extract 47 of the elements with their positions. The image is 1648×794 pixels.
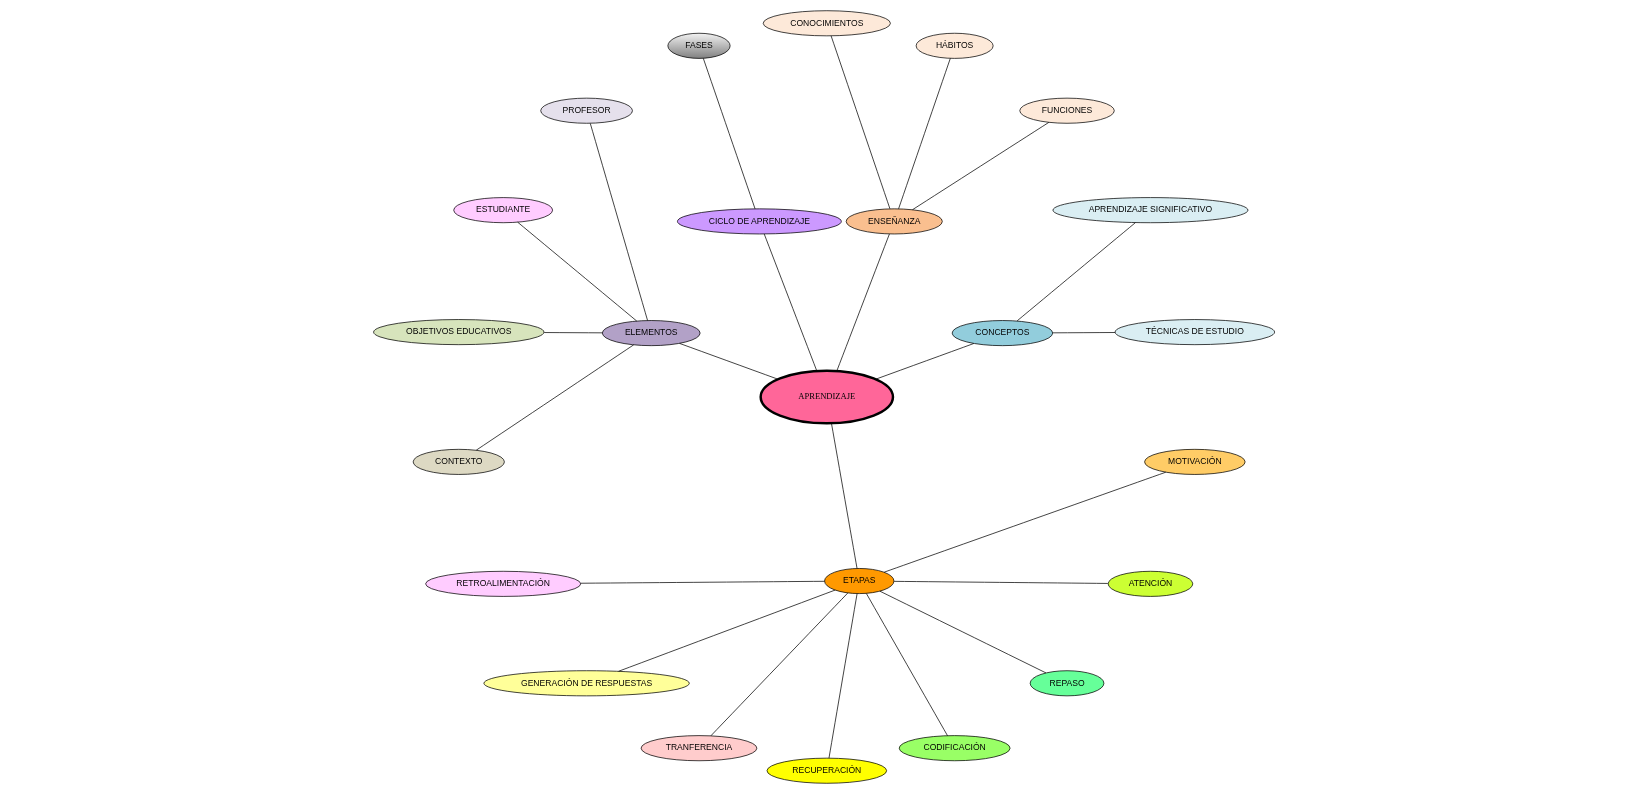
connector xyxy=(828,593,858,759)
node-ellipse: CICLO DE APRENDIZAJE xyxy=(677,208,842,235)
connector xyxy=(898,57,951,210)
connector xyxy=(710,592,849,737)
node-ellipse: CONTEXTO xyxy=(412,448,505,475)
node-ellipse: MOTIVACIÓN xyxy=(1144,448,1246,475)
node-ellipse: GENERACIÓN DE RESPUESTAS xyxy=(483,670,690,697)
node-ellipse: OBJETIVOS EDUCATIVOS xyxy=(373,319,545,346)
node-ellipse: ATENCIÓN xyxy=(1107,570,1194,597)
connector xyxy=(883,471,1167,573)
node-ellipse: FASES xyxy=(667,32,731,59)
node-ellipse: ELEMENTOS xyxy=(601,320,701,346)
node-ellipse: APRENDIZAJE SIGNIFICATIVO xyxy=(1052,197,1249,224)
connector xyxy=(618,589,836,672)
connector xyxy=(893,581,1109,584)
node-ellipse: RECUPERACIÓN xyxy=(766,757,887,784)
node-ellipse: CODIFICACIÓN xyxy=(898,735,1011,762)
node-ellipse: TÉCNICAS DE ESTUDIO xyxy=(1114,319,1275,346)
node-ellipse: FUNCIONES xyxy=(1019,97,1115,124)
node-ellipse: REPASO xyxy=(1029,670,1105,697)
connector xyxy=(831,423,858,569)
connector xyxy=(679,343,779,380)
node-ellipse: ETAPAS xyxy=(824,568,895,594)
node-ellipse: CONCEPTOS xyxy=(951,320,1054,346)
connector xyxy=(875,343,975,380)
connector xyxy=(517,221,638,322)
connector xyxy=(912,122,1050,211)
connector xyxy=(702,57,756,210)
node-ellipse: TRANFERENCIA xyxy=(640,735,758,762)
connector xyxy=(543,332,603,334)
connector xyxy=(879,590,1047,674)
node-ellipse: ESTUDIANTE xyxy=(453,197,553,224)
connector xyxy=(475,344,634,451)
connector xyxy=(1052,332,1116,334)
connector xyxy=(580,580,825,584)
connector xyxy=(866,593,948,737)
node-ellipse: APRENDIZAJE xyxy=(759,369,895,425)
node-ellipse: RETROALIMENTACIÓN xyxy=(425,570,582,597)
node-ellipse: PROFESOR xyxy=(540,97,633,124)
node-ellipse: HÁBITOS xyxy=(915,32,994,59)
connector xyxy=(830,35,891,210)
connector xyxy=(1016,222,1136,322)
node-ellipse: CONOCIMIENTOS xyxy=(762,10,891,37)
node-ellipse: ENSEÑANZA xyxy=(845,208,943,235)
connector xyxy=(589,123,648,321)
connector xyxy=(836,233,890,372)
connector xyxy=(763,233,818,372)
